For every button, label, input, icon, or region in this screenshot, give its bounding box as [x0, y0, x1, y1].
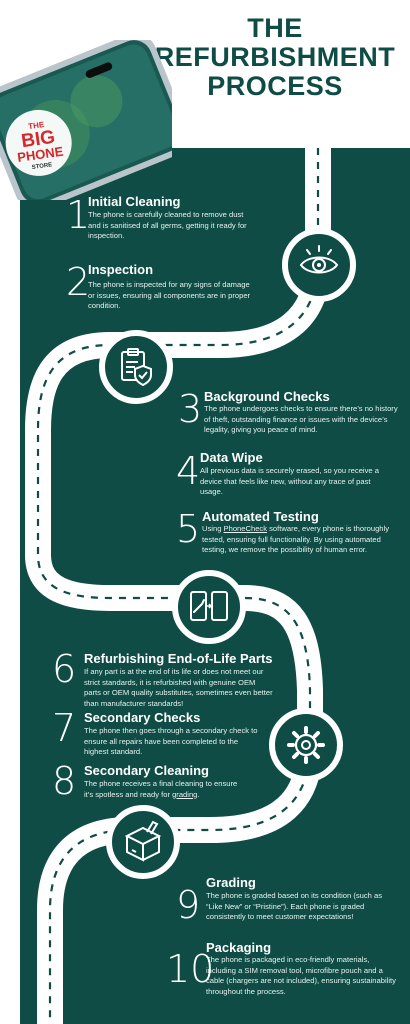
- step-number: 10: [166, 947, 215, 991]
- step-title: Refurbishing End-of-Life Parts: [84, 651, 273, 666]
- step-5: 5 Automated Testing Using PhoneCheck sof…: [176, 507, 401, 570]
- step-number: 7: [52, 706, 77, 750]
- title-line-3: PROCESS: [207, 71, 343, 101]
- step-number: 8: [52, 759, 77, 803]
- brand-store: STORE: [31, 162, 52, 171]
- clipboard-shield-icon: [99, 330, 173, 404]
- step-4: 4 Data Wipe All previous data is securel…: [176, 449, 401, 502]
- step-title: Initial Cleaning: [88, 194, 181, 209]
- phonecheck-link[interactable]: PhoneCheck: [223, 524, 268, 533]
- step-number: 1: [66, 193, 91, 237]
- brand-the: THE: [28, 120, 46, 131]
- step-description: The phone then goes through a secondary …: [84, 726, 258, 756]
- step-description: The phone receives a final cleaning to e…: [84, 779, 238, 799]
- step-3: 3 Background Checks The phone undergoes …: [178, 387, 403, 440]
- step-title: Secondary Checks: [84, 710, 201, 725]
- step-6: 6 Refurbishing End-of-Life Parts If any …: [52, 650, 292, 710]
- step-description: The phone is packaged in eco-friendly ma…: [206, 955, 396, 996]
- step-description: The phone is graded based on its conditi…: [206, 891, 383, 921]
- step-title: Automated Testing: [202, 509, 319, 524]
- step-title: Background Checks: [204, 389, 330, 404]
- step-title: Packaging: [206, 940, 272, 955]
- step-number: 4: [176, 449, 201, 493]
- step-description: The phone is inspected for any signs of …: [88, 280, 251, 310]
- step-number: 2: [66, 260, 91, 304]
- step-description: The phone undergoes checks to ensure the…: [204, 404, 398, 434]
- brand-big: BIG: [20, 127, 56, 152]
- step-number: 6: [52, 647, 77, 691]
- eye-icon: [282, 228, 356, 302]
- step-9: 9 Grading The phone is graded based on i…: [176, 875, 406, 927]
- page-title: THE REFURBISHMENT PROCESS: [140, 14, 410, 101]
- step-description: Using PhoneCheck software, every phone i…: [202, 524, 390, 554]
- step-number: 9: [176, 883, 201, 927]
- phone-repair-icon: [172, 570, 246, 644]
- step-8: 8 Secondary Cleaning The phone receives …: [52, 762, 292, 812]
- step-description: The phone is carefully cleaned to remove…: [88, 210, 247, 240]
- step-1: 1 Initial Cleaning The phone is carefull…: [66, 193, 256, 246]
- title-line-1: THE: [247, 13, 303, 43]
- phone-image: THE BIG PHONE STORE: [0, 40, 172, 200]
- grading-link[interactable]: grading: [172, 789, 198, 799]
- gear-icon: [269, 708, 343, 782]
- step-title: Secondary Cleaning: [84, 763, 209, 778]
- step-title: Data Wipe: [200, 450, 263, 465]
- title-line-2: REFURBISHMENT: [154, 42, 396, 72]
- step-description: If any part is at the end of its life or…: [84, 667, 273, 708]
- step-title: Inspection: [88, 262, 154, 277]
- step-number: 3: [178, 387, 203, 431]
- step-title: Grading: [206, 875, 256, 890]
- step-2: 2 Inspection The phone is inspected for …: [66, 260, 256, 313]
- step-number: 5: [176, 507, 201, 551]
- step-7: 7 Secondary Checks The phone then goes t…: [52, 709, 292, 759]
- brand-phone: PHONE: [16, 144, 64, 165]
- step-10: 10 Packaging The phone is packaged in ec…: [166, 940, 406, 1000]
- box-icon: [106, 805, 180, 879]
- step-description: All previous data is securely erased, so…: [200, 466, 379, 496]
